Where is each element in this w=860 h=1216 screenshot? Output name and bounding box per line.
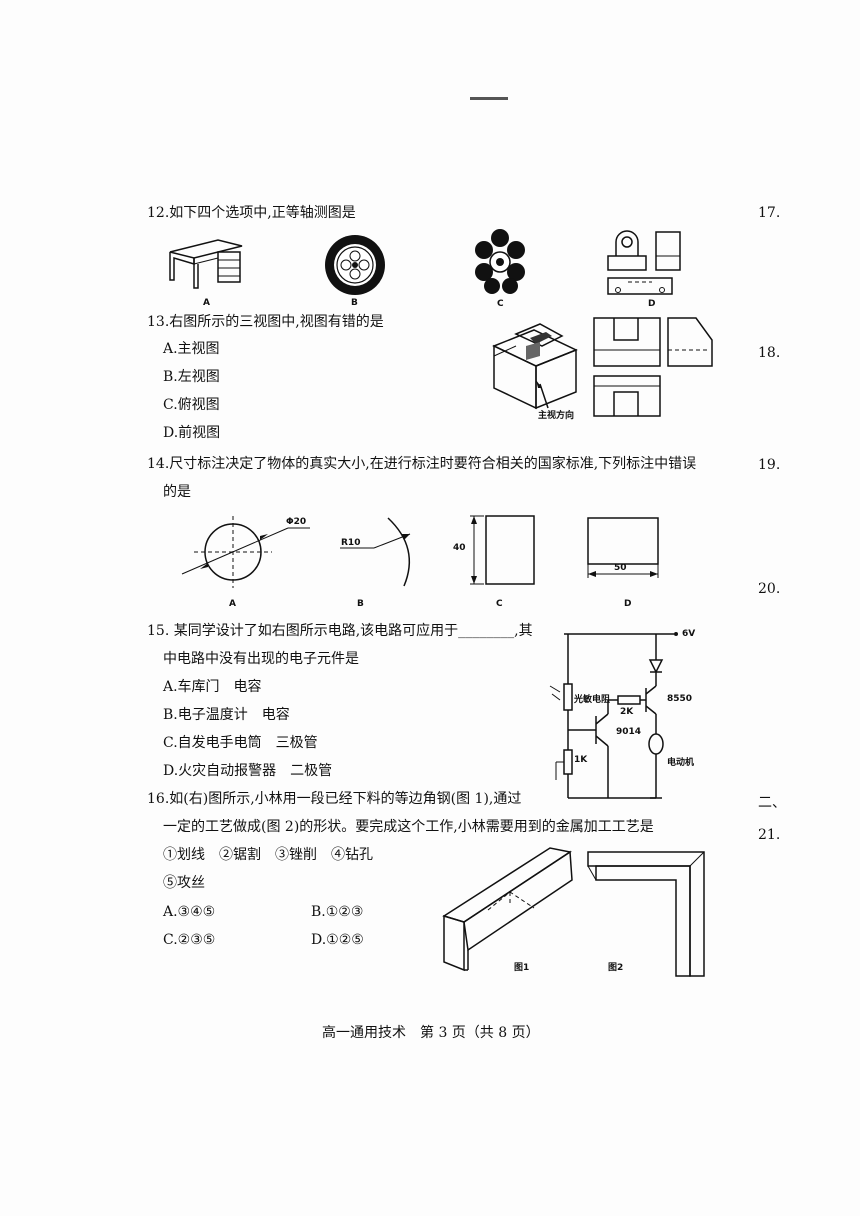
q14-dim-a: Φ20: [286, 517, 307, 527]
q15-r2-label: 1K: [574, 755, 588, 765]
q16-fig2-label: 图2: [608, 963, 624, 973]
q13-figure-isometric: [492, 323, 578, 410]
q15-ldr-label: 光敏电阻: [574, 695, 611, 705]
q14-label-a: A: [229, 599, 236, 609]
q12-figure-b-seal: [325, 235, 385, 295]
margin-number-19: 19.: [758, 457, 781, 473]
q16-option-c[interactable]: C.②③⑤: [163, 932, 216, 948]
q14-figure-b-arc: [340, 517, 411, 587]
page-footer: 高一通用技术 第 3 页（共 8 页）: [322, 1025, 540, 1041]
q14-label-c: C: [496, 599, 503, 609]
q14-label-b: B: [357, 599, 364, 609]
margin-number-20: 20.: [758, 581, 781, 597]
q14-dim-d: 50: [614, 563, 627, 573]
q14-stem-line1: 14.尺寸标注决定了物体的真实大小,在进行标注时要符合相关的国家标准,下列标注中…: [147, 456, 697, 472]
q12-label-c: C: [497, 299, 504, 309]
q13-option-b[interactable]: B.左视图: [163, 369, 220, 385]
q16-option-b[interactable]: B.①②③: [311, 904, 364, 920]
q13-view-direction-label: 主视方向: [538, 411, 575, 421]
q13-option-a[interactable]: A.主视图: [163, 341, 220, 357]
q12-stem: 12.如下四个选项中,正等轴测图是: [147, 205, 356, 221]
q15-t1-label: 8550: [667, 694, 693, 704]
q12-label-a: A: [203, 298, 210, 308]
margin-number-21: 21.: [758, 827, 781, 843]
q15-circuit-diagram: [549, 632, 678, 799]
q14-figure-c-rect: [470, 515, 535, 585]
q13-figure-three-views: [593, 317, 713, 417]
q12-label-d: D: [648, 299, 656, 309]
q14-figure-d-rect: [587, 517, 659, 578]
q15-t2-label: 9014: [616, 727, 642, 737]
q15-option-a[interactable]: A.车库门 电容: [163, 679, 262, 695]
q14-stem-line2: 的是: [163, 484, 191, 500]
q12-label-b: B: [351, 298, 358, 308]
margin-number-18: 18.: [758, 345, 781, 361]
q13-option-c[interactable]: C.俯视图: [163, 397, 220, 413]
q15-stem-line2: 中电路中没有出现的电子元件是: [163, 651, 359, 667]
q15-r1-label: 2K: [620, 707, 634, 717]
q13-stem: 13.右图所示的三视图中,视图有错的是: [147, 314, 384, 330]
q16-processes-line2: ⑤攻丝: [163, 875, 205, 891]
margin-number-17: 17.: [758, 205, 781, 221]
q16-option-a[interactable]: A.③④⑤: [163, 904, 216, 920]
q14-label-d: D: [624, 599, 632, 609]
q13-option-d[interactable]: D.前视图: [163, 425, 221, 441]
q12-figure-c-spheres: [475, 229, 525, 294]
q16-stem-line1: 16.如(右)图所示,小林用一段已经下料的等边角钢(图 1),通过: [147, 791, 522, 807]
q12-figure-d-threeview: [607, 230, 681, 295]
q16-processes-line1: ①划线 ②锯割 ③锉削 ④钻孔: [163, 847, 373, 863]
q15-motor-label: 电动机: [667, 758, 695, 768]
q14-figure-a-circle: [181, 516, 310, 588]
q15-option-d[interactable]: D.火灾自动报警器 二极管: [163, 763, 333, 779]
q16-stem-line2: 一定的工艺做成(图 2)的形状。要完成这个工作,小林需要用到的金属加工工艺是: [163, 819, 654, 835]
q16-option-d[interactable]: D.①②⑤: [311, 932, 364, 948]
q16-figure2-frame: [587, 851, 705, 977]
scan-mark: [470, 97, 508, 100]
q16-figure1-angle-steel: [442, 847, 573, 972]
q16-fig1-label: 图1: [514, 963, 530, 973]
margin-section-two: 二、: [758, 795, 786, 811]
q15-stem-line1: 15. 某同学设计了如右图所示电路,该电路可应用于________,其: [147, 623, 533, 639]
q14-dim-c: 40: [453, 543, 466, 553]
q12-figure-a-desk: [169, 239, 243, 289]
q14-dim-b: R10: [341, 538, 361, 548]
q15-option-b[interactable]: B.电子温度计 电容: [163, 707, 290, 723]
q15-voltage-label: 6V: [682, 629, 696, 639]
q15-option-c[interactable]: C.自发电手电筒 三极管: [163, 735, 318, 751]
